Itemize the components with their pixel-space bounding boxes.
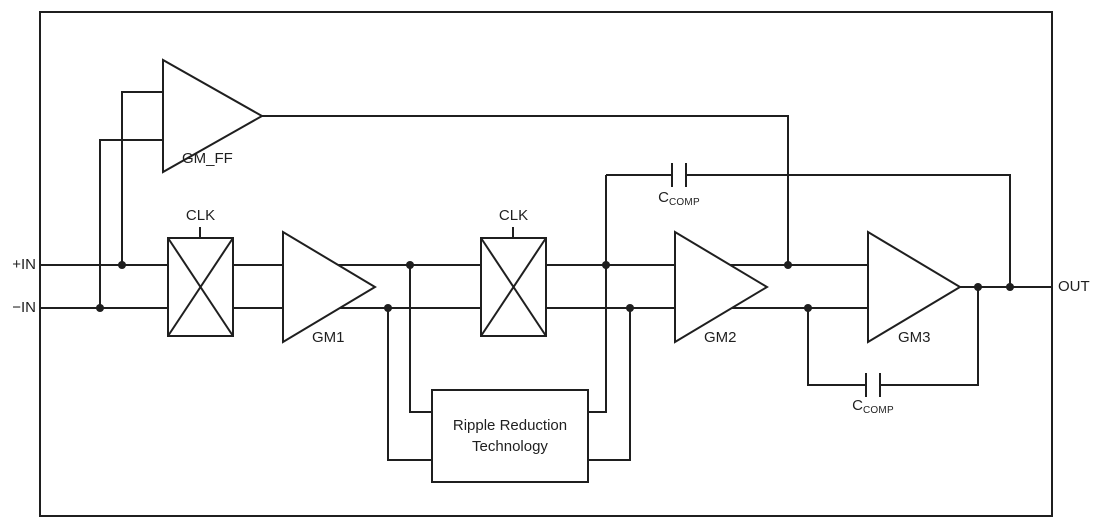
plus-in-label: +IN: [12, 256, 36, 273]
clk-label-1: CLK: [185, 207, 216, 224]
ccomp-top-symbol: C: [658, 189, 670, 206]
wire-ripple-right-top-ccomp: [588, 175, 607, 413]
gmff-triangle: [162, 58, 265, 174]
junction-dot: [118, 261, 126, 269]
ripple-line-1: Ripple Reduction: [452, 417, 568, 434]
ccomp-bottom-subscript: COMP: [863, 405, 894, 416]
ripple-reduction-box: [431, 389, 589, 483]
wire-gmff-input-bottom: [99, 139, 164, 308]
wire-gmff-output: [261, 115, 789, 265]
gm2-label: GM2: [704, 329, 737, 346]
gm3-label: GM3: [898, 329, 931, 346]
wire-ccomp-bottom-left: [807, 308, 866, 386]
junction-dot: [602, 261, 610, 269]
ccomp-top-label: CCOMP: [639, 189, 719, 212]
out-label: OUT: [1058, 278, 1090, 295]
wire-ripple-left-top: [409, 265, 432, 413]
chopper-2-x-diag2: [480, 237, 547, 337]
gm2-triangle: [674, 230, 769, 344]
junction-dot: [626, 304, 634, 312]
ripple-line-2: Technology: [472, 438, 548, 455]
junction-dot: [784, 261, 792, 269]
junction-dot: [804, 304, 812, 312]
wire-gmff-input-top: [121, 91, 164, 265]
junction-dot: [1006, 283, 1014, 291]
junction-dot: [974, 283, 982, 291]
wire-ccomp-top-right: [686, 174, 1011, 287]
minus-in-label: −IN: [12, 299, 36, 316]
gm3-triangle: [867, 230, 962, 344]
gm1-label: GM1: [312, 329, 345, 346]
ccomp-bottom-label: CCOMP: [833, 397, 913, 420]
chopper-1-x-diag2: [167, 237, 234, 337]
gm1-triangle: [282, 230, 377, 344]
wire-ripple-right-bottom: [588, 308, 631, 461]
ccomp-bottom-symbol: C: [852, 397, 864, 414]
clk-label-2: CLK: [498, 207, 529, 224]
junction-dot: [384, 304, 392, 312]
junction-dot: [96, 304, 104, 312]
junction-dot: [406, 261, 414, 269]
junction-dots: [96, 261, 1014, 312]
ripple-reduction-label: Ripple Reduction Technology: [432, 390, 588, 482]
wire-ccomp-bottom-right: [880, 287, 979, 386]
ccomp-top-subscript: COMP: [669, 197, 700, 208]
wire-ripple-left-bottom: [387, 308, 432, 461]
blocks: [162, 58, 962, 483]
gmff-label: GM_FF: [182, 150, 233, 167]
